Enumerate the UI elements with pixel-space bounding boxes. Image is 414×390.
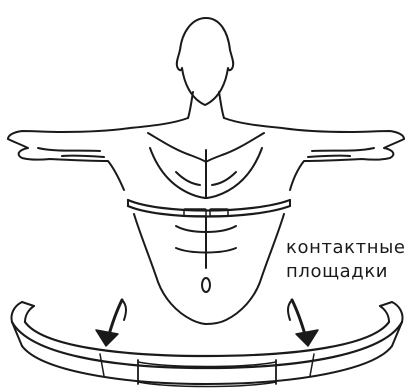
callout-label-line-1: контактные: [286, 238, 406, 258]
left-arrow-icon: [96, 300, 126, 346]
strap-detail: [11, 302, 402, 387]
chest: [148, 133, 264, 198]
chest-strap: [128, 200, 290, 217]
right-arrow-icon: [288, 300, 318, 346]
abdomen: [134, 214, 284, 324]
head: [177, 18, 234, 118]
callout-label-line-2: площадки: [286, 262, 388, 282]
